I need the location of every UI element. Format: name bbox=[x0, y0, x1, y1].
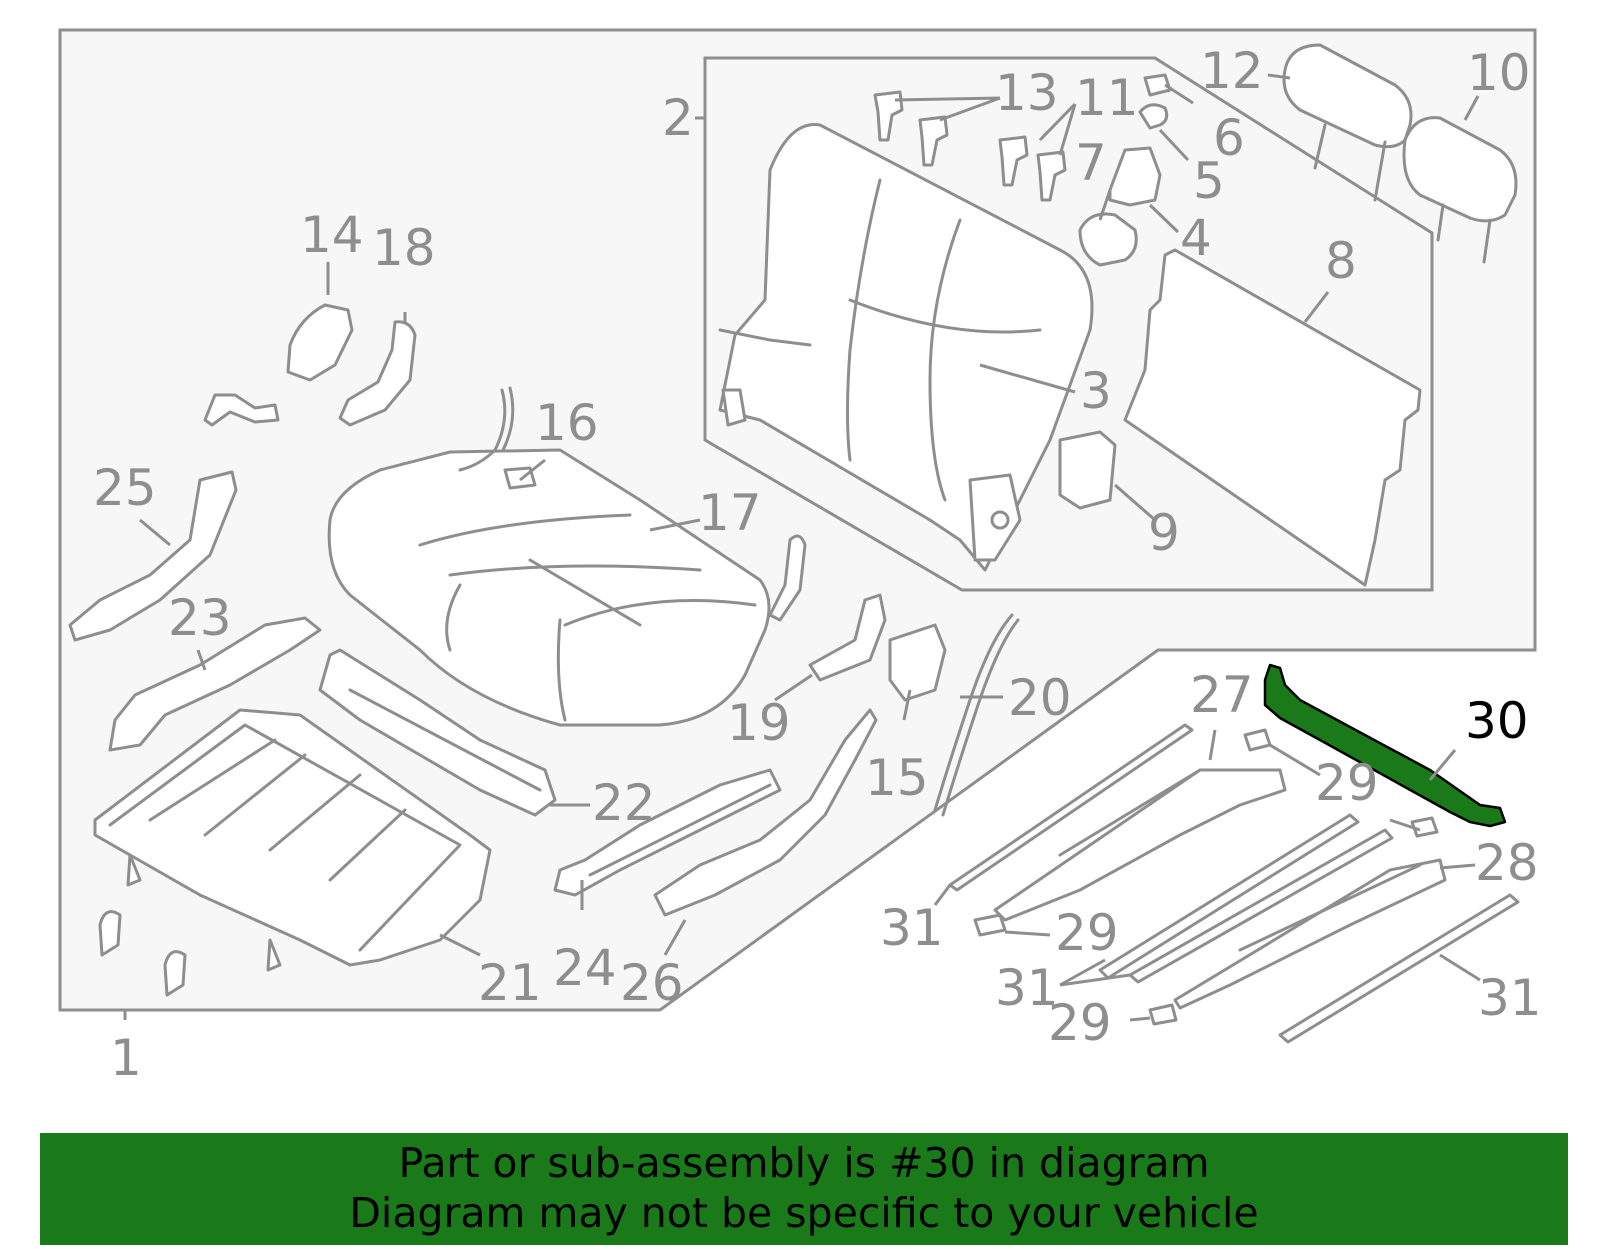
rail-part-22 bbox=[318, 648, 557, 817]
callout-29c: 29 bbox=[1048, 994, 1112, 1052]
callout-31b: 31 bbox=[995, 959, 1059, 1017]
callout-15: 15 bbox=[865, 749, 929, 807]
headrest-part-10 bbox=[1402, 116, 1518, 264]
callout-17: 17 bbox=[698, 484, 762, 542]
callout-2: 2 bbox=[662, 89, 694, 147]
callout-6: 6 bbox=[1213, 109, 1245, 167]
wire-harness bbox=[203, 393, 280, 427]
callout-19: 19 bbox=[727, 694, 791, 752]
callout-26: 26 bbox=[620, 954, 684, 1012]
part-14 bbox=[286, 303, 354, 382]
handle-part bbox=[768, 534, 807, 622]
wire-part-16b bbox=[501, 386, 515, 452]
rail-part-23 bbox=[108, 616, 322, 752]
callout-4: 4 bbox=[1180, 209, 1212, 267]
rod-part-20 bbox=[933, 613, 1014, 812]
bracket-part-15 bbox=[888, 623, 947, 702]
callout-9: 9 bbox=[1148, 504, 1180, 562]
trim-part-26 bbox=[653, 708, 878, 917]
part-18 bbox=[338, 320, 417, 427]
callout-27: 27 bbox=[1190, 666, 1254, 724]
cover-part-7 bbox=[1078, 212, 1138, 267]
callout-29a: 29 bbox=[1315, 754, 1379, 812]
callout-13: 13 bbox=[995, 64, 1059, 122]
clip-left-a bbox=[98, 910, 122, 957]
callout-numbers: 1 2 3 4 5 6 7 8 9 10 11 12 13 14 15 16 1… bbox=[93, 42, 1542, 1087]
highlighted-part-30 bbox=[1263, 663, 1507, 828]
banner-line-2: Diagram may not be specific to your vehi… bbox=[349, 1189, 1259, 1237]
bracket-part-19 bbox=[808, 593, 887, 682]
callout-22: 22 bbox=[592, 774, 656, 832]
callout-8: 8 bbox=[1325, 232, 1357, 290]
seat-frame-part-21 bbox=[93, 708, 492, 972]
trim-part-25 bbox=[68, 470, 238, 642]
callout-1: 1 bbox=[110, 1029, 142, 1087]
callout-23: 23 bbox=[168, 589, 232, 647]
callout-20: 20 bbox=[1008, 669, 1072, 727]
seat-back-part bbox=[718, 123, 1094, 572]
bezel-part-6 bbox=[1143, 73, 1172, 97]
rail-assembly-right bbox=[948, 723, 1520, 1044]
latch-part-4 bbox=[1108, 146, 1162, 207]
callout-12: 12 bbox=[1200, 42, 1264, 100]
callout-14: 14 bbox=[300, 206, 364, 264]
rod-part-20b bbox=[941, 618, 1020, 817]
callout-30: 30 bbox=[1465, 692, 1529, 750]
callout-21: 21 bbox=[478, 954, 542, 1012]
callout-28: 28 bbox=[1475, 834, 1539, 892]
callout-5: 5 bbox=[1193, 152, 1225, 210]
callout-24: 24 bbox=[553, 939, 617, 997]
clip-left-b bbox=[163, 950, 187, 997]
banner-line-1: Part or sub-assembly is #30 in diagram bbox=[398, 1139, 1210, 1187]
cap-part-5 bbox=[1138, 103, 1169, 130]
wire-part-16 bbox=[458, 388, 507, 472]
bracket-part-9 bbox=[1058, 430, 1117, 510]
seat-cushion-part bbox=[327, 448, 771, 727]
info-banner: Part or sub-assembly is #30 in diagram D… bbox=[40, 1133, 1568, 1245]
callout-11: 11 bbox=[1075, 69, 1139, 127]
callout-25: 25 bbox=[93, 459, 157, 517]
back-board-part bbox=[1123, 248, 1422, 587]
callout-18: 18 bbox=[372, 219, 436, 277]
callout-10: 10 bbox=[1467, 44, 1531, 102]
callout-7: 7 bbox=[1075, 134, 1107, 192]
callout-31a: 31 bbox=[880, 899, 944, 957]
leader-lines bbox=[123, 73, 1481, 1022]
callout-16: 16 bbox=[535, 394, 599, 452]
callout-31c: 31 bbox=[1478, 969, 1542, 1027]
clips-11 bbox=[998, 135, 1067, 202]
callout-3: 3 bbox=[1080, 362, 1112, 420]
clips-13 bbox=[873, 90, 949, 167]
callout-29b: 29 bbox=[1055, 904, 1119, 962]
